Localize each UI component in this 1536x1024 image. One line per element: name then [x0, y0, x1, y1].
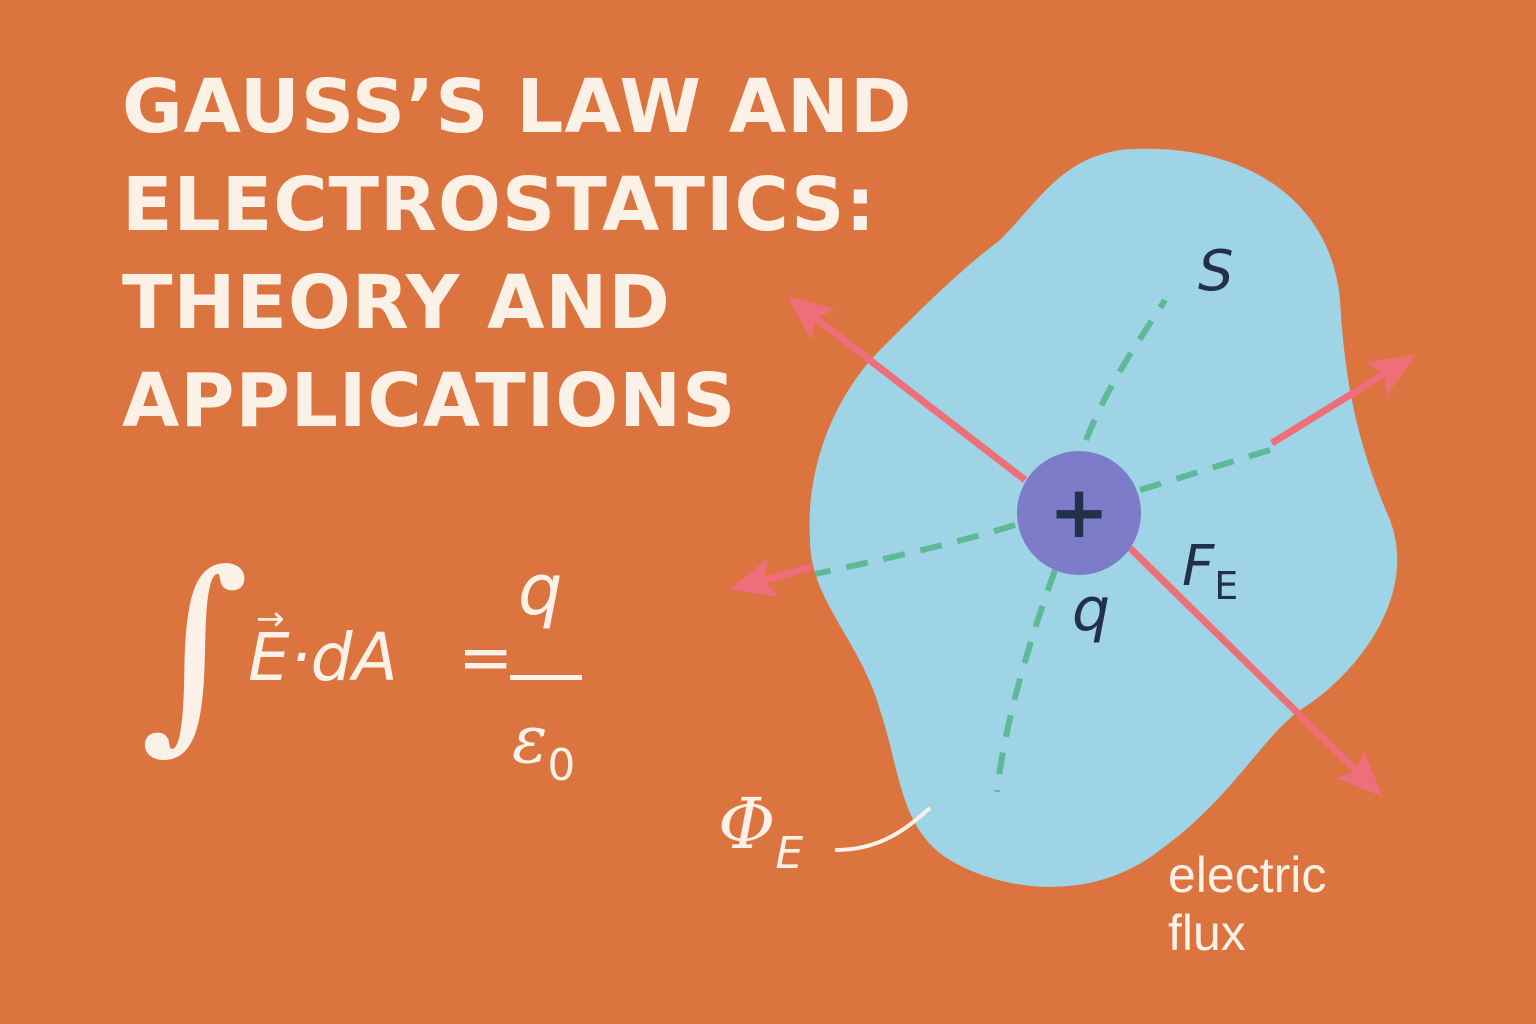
surface-label: S	[1198, 239, 1234, 304]
charge-plus-icon: +	[1049, 470, 1109, 554]
flux-subscript: E	[775, 828, 803, 879]
gauss-law-equation: ∫ → E·dA = q ε0	[140, 530, 610, 800]
equation-denominator: ε0	[512, 700, 575, 806]
flux-pointer-line	[834, 806, 932, 852]
flux-label: ΦE	[718, 783, 803, 879]
force-subscript: E	[1214, 564, 1238, 608]
epsilon-symbol: ε	[512, 701, 548, 778]
charge-label: q	[1072, 575, 1110, 645]
flux-caption: electric flux	[1168, 847, 1340, 961]
title-line-3: THEORY AND	[122, 260, 671, 346]
equation-numerator: q	[518, 549, 563, 631]
field-line-up	[1083, 298, 1168, 442]
field-line-down	[994, 568, 1058, 793]
page-title: GAUSS’S LAW AND ELECTROSTATICS: THEORY A…	[122, 58, 913, 450]
vector-arrow: →	[256, 599, 285, 639]
arrow-left	[729, 558, 813, 597]
field-lines	[814, 298, 1271, 793]
arrow-up-right	[1270, 354, 1416, 446]
fraction-bar	[510, 675, 582, 680]
flux-caption-line-1: electric	[1168, 847, 1326, 903]
flux-symbol: Φ	[718, 783, 775, 865]
point-charge	[1017, 451, 1141, 575]
title-line-1: GAUSS’S LAW AND	[122, 64, 913, 150]
field-line-right	[1139, 447, 1271, 493]
equals-sign: =	[458, 619, 514, 696]
title-line-2: ELECTROSTATICS:	[122, 162, 877, 248]
epsilon-subscript: 0	[547, 740, 576, 791]
arrow-up-left	[787, 296, 1028, 483]
equation-lhs: E·dA	[248, 619, 398, 696]
force-arrows	[729, 296, 1416, 797]
force-symbol: F	[1182, 534, 1215, 599]
title-line-4: APPLICATIONS	[122, 358, 737, 444]
flux-caption-line-2: flux	[1168, 905, 1246, 961]
arrow-down-right	[1127, 545, 1383, 797]
force-label: FE	[1182, 534, 1238, 608]
integral-sign: ∫	[140, 527, 250, 772]
